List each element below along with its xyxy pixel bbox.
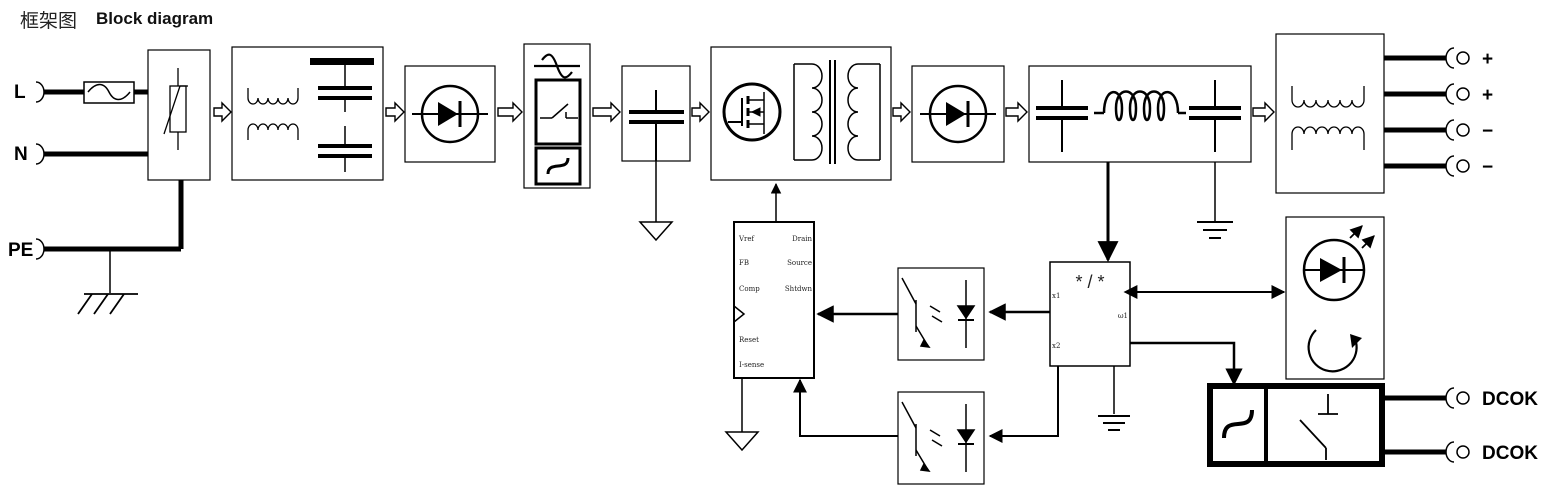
capacitor-icon [1036, 80, 1088, 152]
output-filter-block [1028, 65, 1252, 163]
stage-arrow-icon [1005, 101, 1028, 123]
input-wires [44, 89, 184, 293]
multiplier-symbol: * / * [1075, 272, 1104, 292]
pin-comp: Comp [739, 285, 760, 293]
dcok-terminal-2-label: DCOK [1482, 443, 1538, 464]
stage-arrows [213, 101, 1275, 123]
capacitor-icon [1189, 80, 1241, 152]
pin-w1: ω1 [1118, 312, 1128, 320]
capacitor-icon [629, 90, 684, 161]
diagram-title-en: Block diagram [96, 9, 214, 28]
signal-ground-icon [638, 221, 674, 242]
terminal-pe: PE [8, 238, 45, 261]
output-terminal-plus-2: + [1445, 83, 1493, 106]
optocoupler-feedback [897, 267, 985, 361]
inrush-limiter-block [523, 43, 591, 189]
stage-arrow-icon [1252, 101, 1275, 123]
chassis-ground-icon [77, 293, 138, 315]
relay-switch-icon [540, 103, 578, 119]
ground-icon [1098, 415, 1130, 431]
terminal-pe-label: PE [8, 240, 33, 261]
refresh-icon [1307, 329, 1362, 373]
dcok-terminal-2: DCOK [1445, 441, 1538, 464]
mosfet-icon [722, 82, 782, 142]
dcok-terminal-1-label: DCOK [1482, 389, 1538, 410]
pin-isense: I-sense [739, 361, 764, 369]
led-indicator-icon [1302, 225, 1375, 302]
pin-shtdwn: Shtdwn [785, 285, 813, 293]
common-mode-choke-icon [247, 88, 299, 140]
output-terminal-minus-2: − [1445, 155, 1493, 178]
diode-icon [412, 84, 488, 144]
terminal-n-label: N [14, 144, 28, 165]
diagram-title-cn: 框架图 [20, 10, 78, 32]
dcok-relay-block [1207, 383, 1385, 467]
common-mode-choke-icon [1291, 86, 1365, 150]
y-capacitor-icon [318, 126, 372, 172]
stage-arrow-icon [497, 101, 523, 123]
pin-drain: Drain [792, 235, 812, 243]
varistor-block [147, 49, 211, 181]
stage-arrow-icon [385, 101, 405, 123]
transformer-icon [793, 60, 881, 164]
output-terminal-plus-1-label: + [1482, 49, 1493, 70]
rectifier-block [404, 65, 496, 163]
control-wires [793, 285, 1286, 443]
phototransistor-icon [901, 277, 943, 348]
terminal-l-label: L [14, 82, 26, 103]
output-terminal-minus-2-label: − [1482, 157, 1493, 178]
pin-x2: x2 [1052, 342, 1060, 350]
output-terminal-minus-1: − [1445, 119, 1493, 142]
relay-contact-icon [1299, 394, 1338, 460]
switching-stage-block [710, 46, 892, 181]
optocoupler-status [897, 391, 985, 485]
emi-filter-block [231, 46, 384, 181]
bulk-capacitor-block [621, 65, 691, 162]
pin-x1: x1 [1052, 292, 1060, 300]
stage-arrow-icon [213, 101, 232, 123]
stage-arrow-icon [892, 101, 911, 123]
led-indicator-block [1285, 216, 1385, 380]
led-icon [956, 404, 976, 472]
sine-wave-icon [546, 157, 570, 175]
stage-arrow-icon [691, 101, 710, 123]
output-terminal-plus-1: + [1445, 47, 1493, 70]
dcok-terminal-1: DCOK [1445, 387, 1538, 410]
led-icon [956, 280, 976, 348]
dcok-wires [1382, 395, 1446, 455]
diode-icon [920, 84, 996, 144]
x-capacitor-icon [318, 65, 372, 112]
pin-fb: FB [739, 259, 749, 267]
output-rectifier-block [911, 65, 1005, 163]
stage-arrow-icon [592, 101, 621, 123]
inductor-icon [1094, 90, 1186, 122]
terminal-l: L [14, 81, 45, 103]
fuse [83, 81, 135, 104]
output-choke-block [1275, 33, 1385, 194]
sine-wave-icon [1222, 409, 1254, 439]
signal-ground-icon [724, 431, 760, 452]
output-wires [1384, 55, 1446, 169]
phototransistor-icon [901, 401, 943, 472]
output-terminal-minus-1-label: − [1482, 121, 1493, 142]
ac-source-icon [534, 53, 580, 79]
pin-source: Source [787, 259, 812, 267]
pin-vref: Vref [738, 235, 756, 243]
multiplier-block: * / * x1 x2 ω1 [1049, 261, 1131, 367]
terminal-n: N [14, 143, 45, 165]
pwm-controller-ic: Vref FB Comp Reset I-sense Drain Source … [733, 221, 815, 379]
output-terminal-plus-2-label: + [1482, 85, 1493, 106]
ground-icon [1197, 221, 1233, 239]
pin-reset: Reset [739, 336, 759, 344]
